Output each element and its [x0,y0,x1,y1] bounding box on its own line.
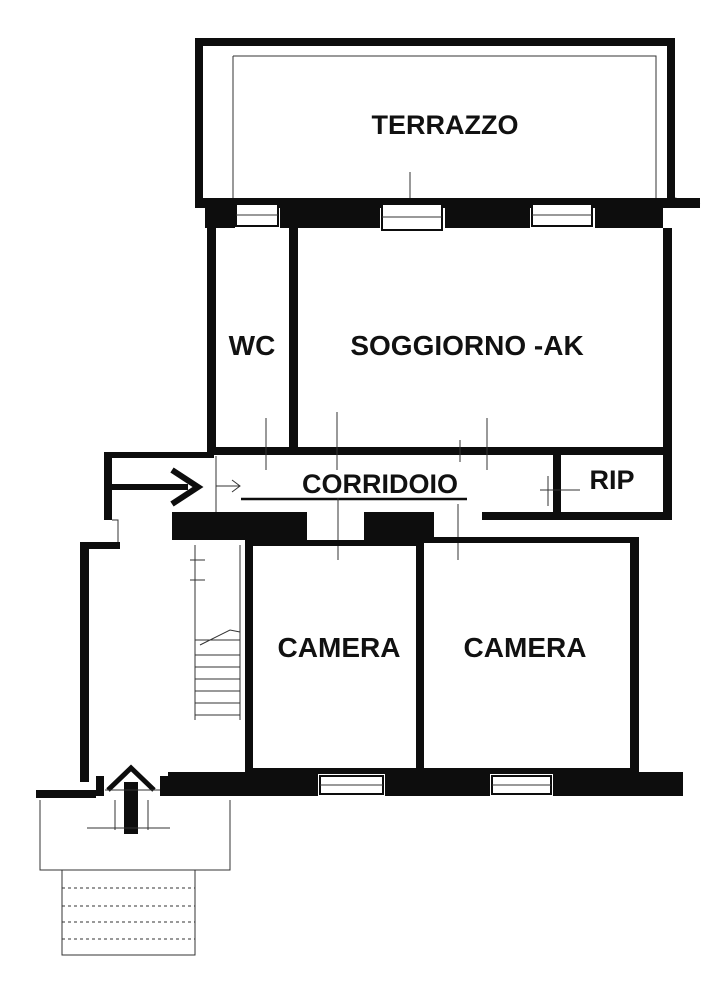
entrance [39,764,231,956]
label-corridoio: CORRIDOIO [302,469,458,499]
upper-rooms [207,228,672,470]
upper-wall [195,198,700,231]
label-soggiorno: SOGGIORNO -AK [350,330,583,361]
stair [190,545,241,720]
label-rip: RIP [589,465,634,495]
lower-rooms [36,537,683,798]
label-wc: WC [229,330,276,361]
label-terrazzo: TERRAZZO [372,110,519,140]
corridor-block [104,452,672,560]
label-camera-right: CAMERA [464,632,587,663]
label-camera-left: CAMERA [278,632,401,663]
